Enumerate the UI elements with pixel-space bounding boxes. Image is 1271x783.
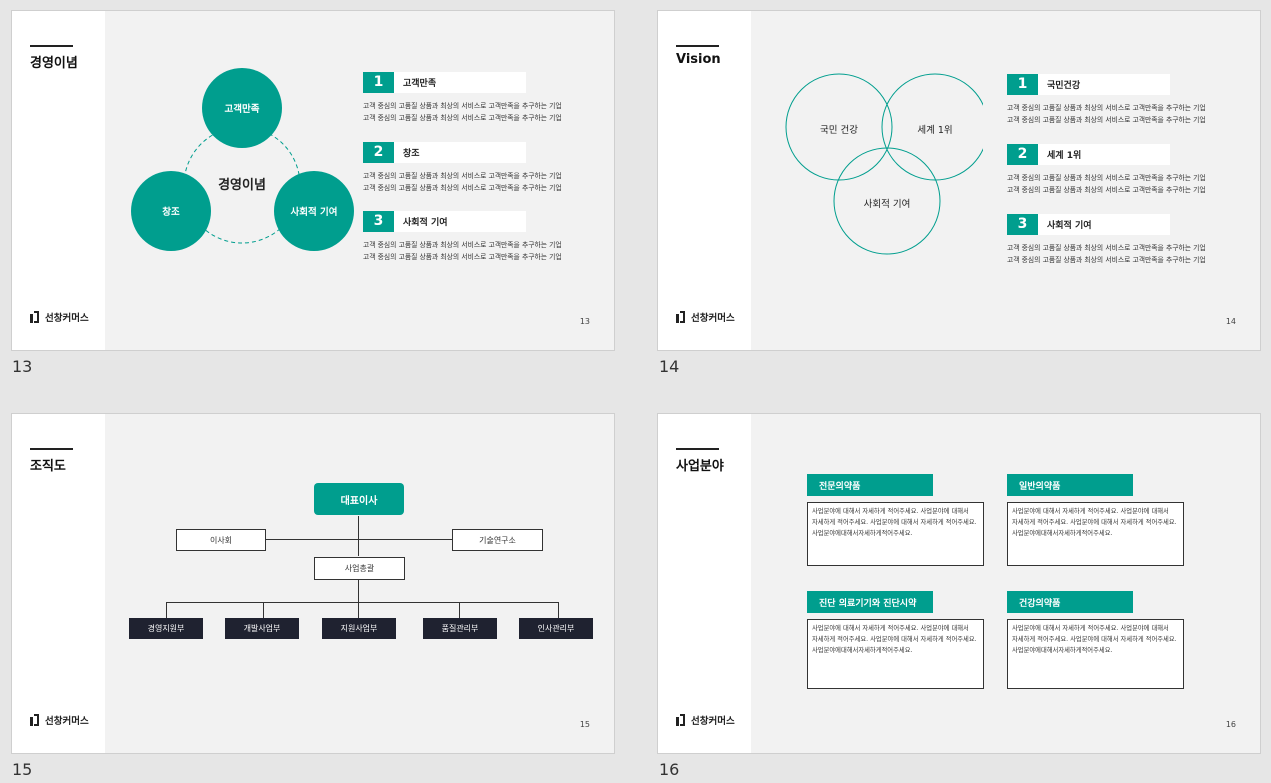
connector-line [358, 516, 359, 556]
slide-number-label: 16 [659, 760, 680, 779]
number-badge: 2 [363, 141, 394, 163]
item-desc: 고객 중심의 고품질 상품과 최상의 서비스로 고객만족을 추구하는 기업 [363, 184, 562, 192]
company-logo: 선창커머스 [30, 713, 89, 727]
item-desc: 고객 중심의 고품질 상품과 최상의 서비스로 고객만족을 추구하는 기업 [1007, 104, 1206, 112]
venn-diagram [785, 73, 983, 255]
item-label: 세계 1위 [1038, 143, 1170, 165]
slide-number-label: 14 [659, 357, 680, 376]
org-ceo: 대표이사 [314, 483, 404, 515]
number-badge: 2 [1007, 143, 1038, 165]
company-logo: 선창커머스 [676, 310, 735, 324]
item-desc: 고객 중심의 고품질 상품과 최상의 서비스로 고객만족을 추구하는 기업 [363, 102, 562, 110]
slide-title: Vision [676, 52, 721, 67]
slide-sidebar [658, 414, 751, 753]
org-department: 인사관리부 [519, 618, 593, 639]
connector-line [459, 602, 460, 618]
title-rule [30, 448, 73, 450]
page-number: 15 [579, 720, 590, 729]
logo-icon [676, 714, 686, 726]
circle-customer: 고객만족 [202, 68, 282, 148]
connector-line [358, 580, 359, 602]
org-department: 경영지원부 [129, 618, 203, 639]
company-logo: 선창커머스 [30, 310, 89, 324]
slide-number-label: 15 [12, 760, 33, 779]
org-department: 지원사업부 [322, 618, 396, 639]
venn-label: 국민 건강 [820, 125, 858, 136]
title-rule [30, 45, 73, 47]
business-heading: 진단 의료기기와 진단시약 [807, 591, 933, 613]
org-board: 이사회 [176, 529, 266, 551]
item-label: 국민건강 [1038, 73, 1170, 95]
center-label: 경영이념 [218, 178, 266, 193]
item-desc: 고객 중심의 고품질 상품과 최상의 서비스로 고객만족을 추구하는 기업 [363, 241, 562, 249]
slide-sidebar [658, 11, 751, 350]
venn-label: 세계 1위 [917, 125, 953, 136]
org-department: 품질관리부 [423, 618, 497, 639]
slide-title: 조직도 [30, 459, 66, 474]
connector-line [166, 602, 558, 603]
item-label: 사회적 기여 [1038, 213, 1170, 235]
slide-sidebar [12, 414, 105, 753]
connector-line [166, 602, 167, 618]
item-desc: 고객 중심의 고품질 상품과 최상의 서비스로 고객만족을 추구하는 기업 [363, 114, 562, 122]
logo-icon [676, 311, 686, 323]
connector-line [263, 602, 264, 618]
number-badge: 3 [1007, 213, 1038, 235]
org-lab: 기술연구소 [452, 529, 543, 551]
company-logo: 선창커머스 [676, 713, 735, 727]
slide-thumbnail-15[interactable]: 조직도 대표이사 이사회 기술연구소 사업총괄 경영지원부 개발사업부 지원사업… [11, 413, 615, 754]
business-heading: 일반의약품 [1007, 474, 1133, 496]
item-label: 창조 [394, 141, 526, 163]
org-general-manager: 사업총괄 [314, 557, 405, 580]
venn-label: 사회적 기여 [863, 199, 911, 210]
slide-thumbnail-16[interactable]: 사업분야 전문의약품 사업분야에 대해서 자세하게 적어주세요. 사업분야에 대… [657, 413, 1261, 754]
item-desc: 고객 중심의 고품질 상품과 최상의 서비스로 고객만족을 추구하는 기업 [1007, 256, 1206, 264]
number-badge: 1 [1007, 73, 1038, 95]
item-desc: 고객 중심의 고품질 상품과 최상의 서비스로 고객만족을 추구하는 기업 [363, 172, 562, 180]
org-department: 개발사업부 [225, 618, 299, 639]
slide-sidebar [12, 11, 105, 350]
connector-line [266, 539, 452, 540]
connector-line [558, 602, 559, 618]
item-desc: 고객 중심의 고품질 상품과 최상의 서비스로 고객만족을 추구하는 기업 [1007, 186, 1206, 194]
number-badge: 3 [363, 210, 394, 232]
connector-line [358, 602, 359, 618]
logo-icon [30, 311, 40, 323]
item-label: 고객만족 [394, 71, 526, 93]
page-number: 13 [579, 317, 590, 326]
logo-icon [30, 714, 40, 726]
slide-number-label: 13 [12, 357, 33, 376]
business-heading: 건강의약품 [1007, 591, 1133, 613]
page-number: 14 [1225, 317, 1236, 326]
page-number: 16 [1225, 720, 1236, 729]
circle-contribution: 사회적 기여 [274, 171, 354, 251]
item-label: 사회적 기여 [394, 210, 526, 232]
item-desc: 고객 중심의 고품질 상품과 최상의 서비스로 고객만족을 추구하는 기업 [363, 253, 562, 261]
number-badge: 1 [363, 71, 394, 93]
business-heading: 전문의약품 [807, 474, 933, 496]
item-desc: 고객 중심의 고품질 상품과 최상의 서비스로 고객만족을 추구하는 기업 [1007, 244, 1206, 252]
slide-title: 경영이념 [30, 56, 78, 71]
slide-title: 사업분야 [676, 459, 724, 474]
item-desc: 고객 중심의 고품질 상품과 최상의 서비스로 고객만족을 추구하는 기업 [1007, 174, 1206, 182]
title-rule [676, 448, 719, 450]
item-desc: 고객 중심의 고품질 상품과 최상의 서비스로 고객만족을 추구하는 기업 [1007, 116, 1206, 124]
title-rule [676, 45, 719, 47]
circle-creation: 창조 [131, 171, 211, 251]
